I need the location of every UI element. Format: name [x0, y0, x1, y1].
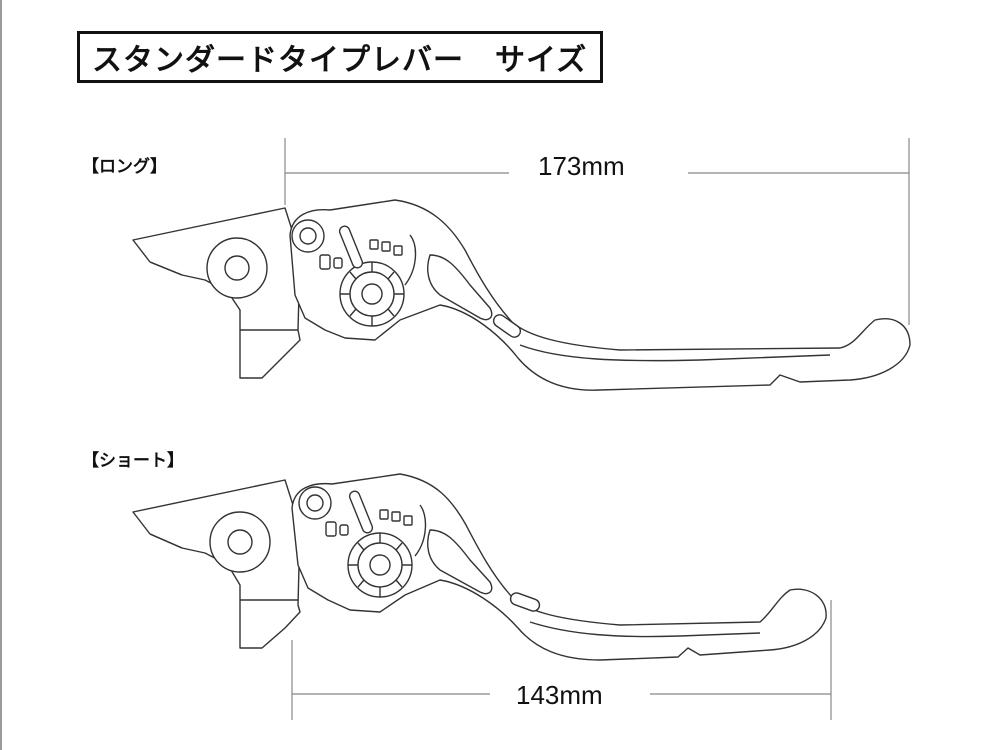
page-title: スタンダードタイプレバー サイズ	[92, 43, 588, 78]
dimension-short-label: 143mm	[508, 680, 611, 711]
dimension-long	[284, 138, 910, 325]
lever-short-drawing	[132, 473, 827, 661]
lever-long-drawing	[132, 199, 911, 391]
section-label-long: 【ロング】	[82, 157, 167, 177]
dimension-long-label: 173mm	[530, 151, 633, 182]
page-left-border	[0, 0, 2, 750]
title-box: スタンダードタイプレバー サイズ	[77, 31, 603, 83]
section-label-short: 【ショート】	[82, 451, 184, 471]
dimension-short	[291, 600, 832, 720]
